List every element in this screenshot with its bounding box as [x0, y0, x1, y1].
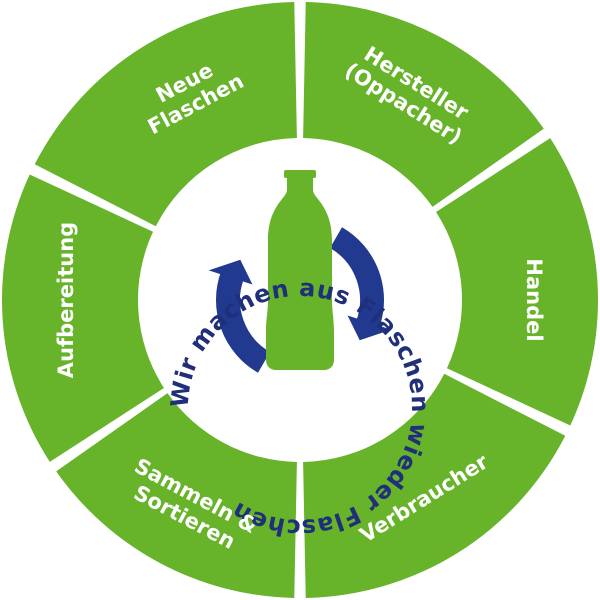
segment-verbraucher: [303, 373, 566, 598]
segment-hersteller: [303, 2, 544, 207]
recycle-arrow-head: [347, 315, 392, 341]
recycle-arrow-arc: [216, 271, 271, 373]
bottle-icon: [266, 174, 334, 370]
segment-label-handel: Handel: [522, 258, 546, 341]
segment-label-aufbereitung: Aufbereitung: [54, 222, 78, 378]
segment-label-line: Aufbereitung: [54, 222, 78, 378]
recycle-arrow-head: [208, 259, 253, 285]
segment-handel: [436, 138, 598, 426]
segment-aufbereitung: [2, 174, 164, 462]
bottle-cap-icon: [284, 170, 316, 178]
segment-label-line: Handel: [522, 258, 546, 341]
segment-neue-flaschen: [34, 2, 297, 227]
segment-sammeln: [56, 393, 297, 598]
bottle-recycle-icon: [208, 170, 392, 373]
recycle-arrow-arc: [329, 227, 384, 329]
